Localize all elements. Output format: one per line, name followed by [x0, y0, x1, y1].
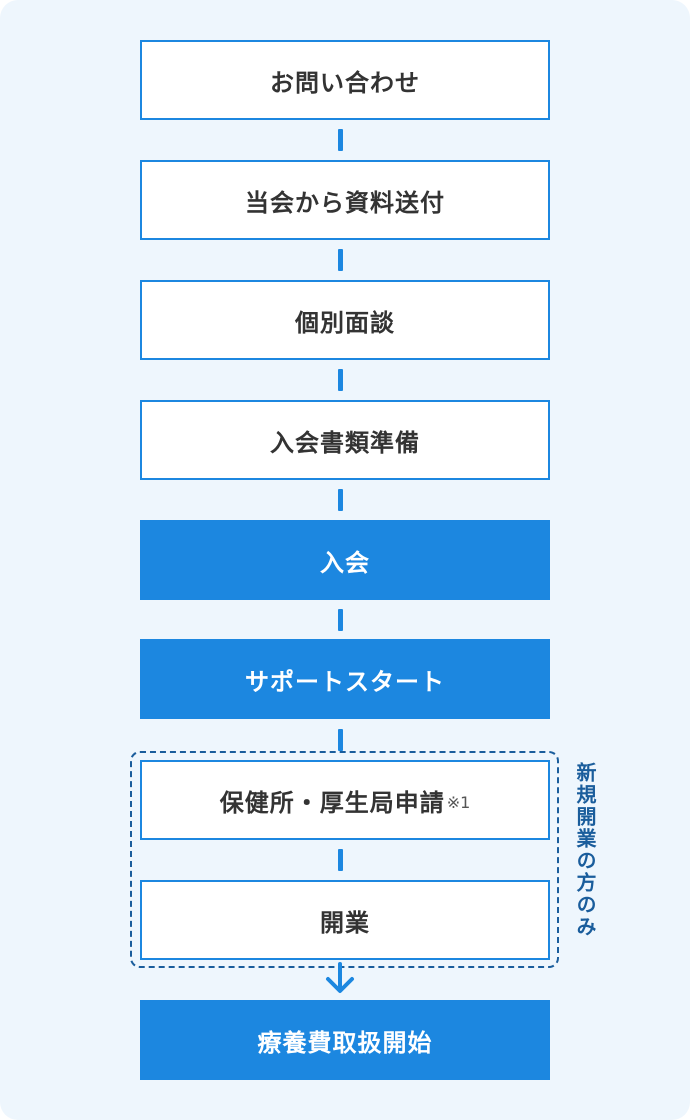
footnote-mark: ※1 — [446, 792, 471, 812]
step-start-treatment-fees: 療養費取扱開始 — [140, 1000, 550, 1080]
step-label: サポートスタート — [245, 667, 445, 696]
connector-line — [338, 729, 343, 751]
step-label: 保健所・厚生局申請 — [219, 788, 445, 817]
connector-line — [338, 609, 343, 631]
connector-line — [338, 249, 343, 271]
step-label: 個別面談 — [295, 308, 395, 337]
new-opening-group — [130, 751, 559, 968]
connector-line — [338, 849, 343, 871]
new-opening-label: 新規開業の方のみ — [573, 762, 597, 938]
arrow-down-icon — [326, 962, 354, 993]
step-health-center-application: 保健所・厚生局申請※1 — [140, 760, 550, 840]
connector-line — [338, 129, 343, 151]
step-interview: 個別面談 — [140, 280, 550, 360]
step-support-start: サポートスタート — [140, 639, 550, 719]
connector-line — [338, 489, 343, 511]
connector-line — [338, 369, 343, 391]
step-opening: 開業 — [140, 880, 550, 960]
step-send-materials: 当会から資料送付 — [140, 160, 550, 240]
step-label: 開業 — [320, 908, 370, 937]
step-join: 入会 — [140, 520, 550, 600]
step-label: 入会書類準備 — [270, 428, 420, 457]
step-inquiry: お問い合わせ — [140, 40, 550, 120]
step-prepare-documents: 入会書類準備 — [140, 400, 550, 480]
step-label: 療養費取扱開始 — [257, 1028, 433, 1057]
step-label: 入会 — [320, 548, 370, 577]
step-label: お問い合わせ — [270, 68, 420, 97]
step-label: 当会から資料送付 — [245, 188, 445, 217]
